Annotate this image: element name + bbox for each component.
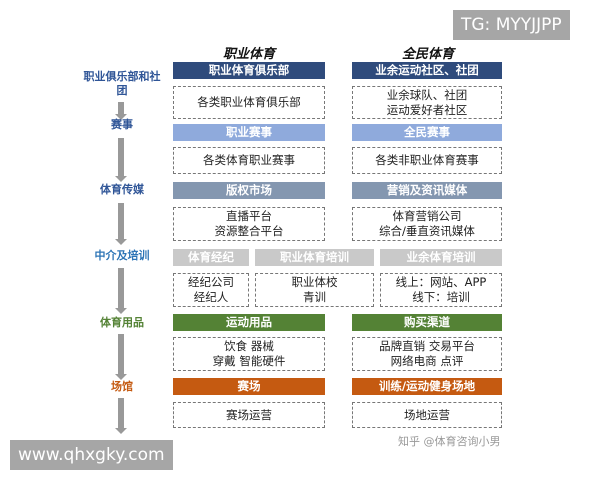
- box-pro-clubs: 各类职业体育俱乐部: [173, 86, 325, 119]
- box-text: 线下：培训: [412, 290, 470, 304]
- box-text: 饮食 器械: [224, 339, 274, 353]
- header-stadium: 赛场: [173, 378, 325, 395]
- box-text: 线上：网站、APP: [395, 275, 487, 289]
- box-stadium: 赛场运营: [173, 402, 325, 428]
- arrow-down-icon: [115, 398, 127, 434]
- box-text: 各类体育职业赛事: [203, 153, 295, 167]
- box-text: 业余球队、社团: [386, 87, 468, 102]
- stage-label-events: 赛事: [111, 118, 133, 131]
- box-text: 赛场运营: [226, 407, 272, 422]
- box-text: 经纪公司: [188, 275, 234, 289]
- box-text: 经纪人: [193, 290, 229, 304]
- box-text: 资源整合平台: [214, 224, 284, 238]
- header-sports-agency: 体育经纪: [173, 249, 249, 266]
- box-sporting-goods: 饮食 器械穿戴 智能硬件: [173, 337, 325, 371]
- box-agency: 经纪公司经纪人: [173, 273, 249, 307]
- stage-label-clubs: 职业俱乐部和社团: [83, 70, 161, 97]
- box-text: 各类非职业体育赛事: [375, 153, 479, 167]
- arrow-down-icon: [115, 138, 127, 182]
- box-mass-events: 各类非职业体育赛事: [352, 147, 502, 174]
- header-amateur-training: 业余体育培训: [380, 249, 502, 266]
- header-training-venues: 训练/运动健身场地: [352, 378, 502, 395]
- overlay-tg-label: TG: MYYJJPP: [453, 10, 570, 40]
- box-amateur-communities: 业余球队、社团运动爱好者社区: [352, 86, 502, 119]
- stage-label-goods: 体育用品: [100, 316, 144, 329]
- stage-label-media: 体育传媒: [100, 183, 144, 196]
- box-text: 运动爱好者社区: [386, 102, 468, 117]
- header-sporting-goods: 运动用品: [173, 314, 325, 331]
- header-mass-events: 全民赛事: [352, 124, 502, 141]
- box-text: 职业体校: [291, 275, 338, 289]
- box-pro-events: 各类体育职业赛事: [173, 147, 325, 174]
- box-text: 各类职业体育俱乐部: [197, 95, 301, 109]
- arrow-down-icon: [115, 334, 127, 380]
- stage-label-agency-training: 中介及培训: [94, 249, 150, 262]
- header-pro-clubs: 职业体育俱乐部: [173, 62, 325, 79]
- box-marketing-media: 体育营销公司综合/垂直资讯媒体: [352, 207, 502, 241]
- header-pro-events: 职业赛事: [173, 124, 325, 141]
- column-title-mass: 全民体育: [401, 47, 454, 62]
- box-text: 直播平台: [226, 209, 272, 223]
- box-text: 场地运营: [404, 407, 450, 422]
- box-text: 品牌直销 交易平台: [379, 339, 475, 353]
- arrow-down-icon: [115, 102, 127, 120]
- header-rights-market: 版权市场: [173, 182, 325, 199]
- header-marketing-media: 营销及资讯媒体: [352, 182, 502, 199]
- header-amateur-communities: 业余运动社区、社团: [352, 62, 502, 79]
- arrow-down-icon: [115, 203, 127, 245]
- box-text: 综合/垂直资讯媒体: [379, 224, 475, 238]
- column-title-professional: 职业体育: [222, 47, 275, 62]
- box-text: 青训: [303, 290, 326, 304]
- header-pro-training: 职业体育培训: [255, 249, 374, 266]
- box-rights-market: 直播平台资源整合平台: [173, 207, 325, 241]
- box-venues: 场地运营: [352, 402, 502, 428]
- box-text: 网络电商 点评: [390, 354, 464, 368]
- watermark-text: 知乎 @体育咨询小男: [398, 435, 501, 448]
- header-purchase-channels: 购买渠道: [352, 314, 502, 331]
- box-purchase-channels: 品牌直销 交易平台网络电商 点评: [352, 337, 502, 371]
- arrow-down-icon: [115, 268, 127, 314]
- box-text: 体育营销公司: [392, 209, 462, 223]
- box-pro-training: 职业体校青训: [255, 273, 374, 307]
- box-text: 穿戴 智能硬件: [212, 354, 286, 368]
- overlay-url-label: www.qhxgky.com: [10, 440, 173, 470]
- stage-label-venues: 场馆: [111, 380, 133, 393]
